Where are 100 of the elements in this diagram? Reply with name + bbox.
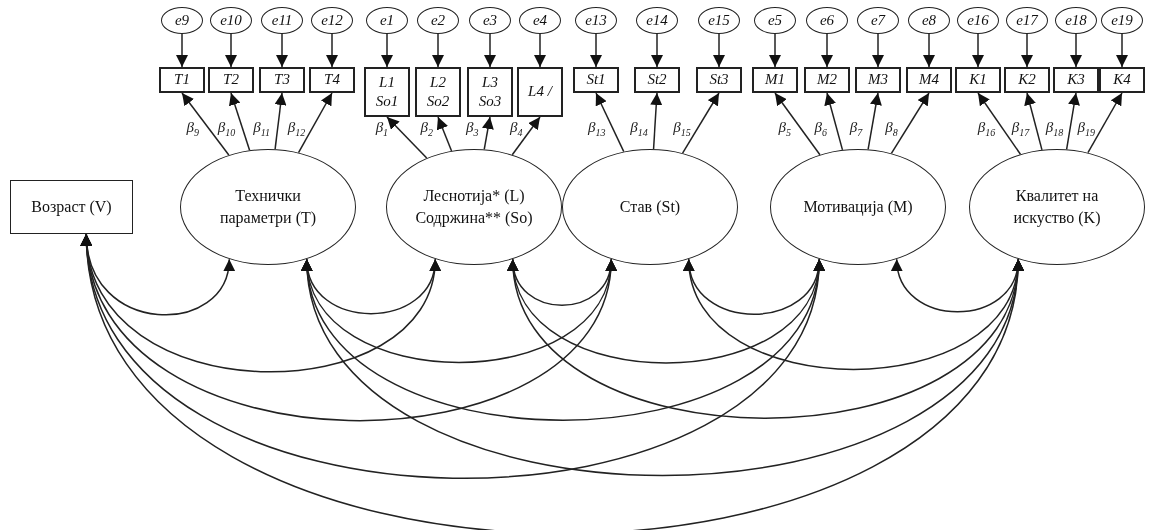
error-ellipse: e16: [957, 7, 999, 34]
indicator-box: M3: [855, 67, 901, 93]
error-ellipse: e5: [754, 7, 796, 34]
arrow: [1021, 33, 1033, 68]
arrow: [977, 92, 1022, 155]
arrow: [1116, 33, 1128, 68]
error-ellipse: e6: [806, 7, 848, 34]
arrow: [381, 33, 393, 68]
observed-box: Возраст (V): [10, 180, 133, 234]
arrow: [713, 33, 725, 68]
error-ellipse: e4: [519, 7, 561, 34]
arrow: [774, 92, 821, 156]
indicator-box: T3: [259, 67, 305, 93]
arrow: [432, 33, 444, 68]
error-ellipse: e2: [417, 7, 459, 34]
edge-label: β$_{3}$: [466, 120, 479, 138]
latent-ellipse: Квалитет на искуство (K): [969, 149, 1145, 265]
edge-label: β$_{8}$: [885, 120, 898, 138]
arrow: [276, 33, 288, 68]
arrow: [769, 33, 781, 68]
error-ellipse: e9: [161, 7, 203, 34]
error-ellipse: e10: [210, 7, 252, 34]
arrow: [534, 33, 546, 68]
edge-label: β$_{12}$: [287, 120, 306, 138]
arrow: [872, 33, 884, 68]
indicator-box: L3 So3: [467, 67, 513, 117]
edge-label: β$_{16}$: [977, 120, 996, 138]
arrow: [651, 33, 663, 68]
indicator-box: St2: [634, 67, 680, 93]
indicator-box: K1: [955, 67, 1001, 93]
arrow: [1087, 92, 1123, 154]
edge-label: β$_{14}$: [630, 120, 648, 138]
indicator-box: K2: [1004, 67, 1050, 93]
error-ellipse: e3: [469, 7, 511, 34]
arrow: [923, 33, 935, 68]
arrow: [181, 92, 230, 156]
edge-label: β$_{17}$: [1011, 120, 1030, 138]
error-ellipse: e15: [698, 7, 740, 34]
edge-label: β$_{19}$: [1077, 120, 1095, 138]
latent-ellipse: Технички параметри (T): [180, 149, 356, 265]
edge-label: β$_{18}$: [1045, 120, 1064, 138]
arrow: [1070, 33, 1082, 68]
arrow: [297, 92, 333, 154]
latent-ellipse: Став (St): [562, 149, 738, 265]
error-ellipse: e1: [366, 7, 408, 34]
edge-label: β$_{13}$: [588, 120, 606, 138]
edge-label: β$_{10}$: [217, 120, 236, 138]
arrow: [225, 33, 237, 68]
arrow: [867, 92, 882, 151]
arrow: [590, 33, 602, 68]
indicator-box: T1: [159, 67, 205, 93]
arrow: [892, 258, 1023, 313]
arrow: [274, 92, 287, 150]
edge-label: β$_{11}$: [253, 120, 270, 138]
arrow: [386, 116, 428, 159]
edge-label: β$_{1}$: [375, 120, 389, 138]
latent-ellipse: Мотивација (M): [770, 149, 946, 265]
arrow: [511, 116, 541, 156]
indicator-box: L4 /: [517, 67, 563, 117]
indicator-box: K3: [1053, 67, 1099, 93]
indicator-box: M2: [804, 67, 850, 93]
error-ellipse: e14: [636, 7, 678, 34]
indicator-box: T4: [309, 67, 355, 93]
edge-label: β$_{6}$: [814, 120, 827, 138]
error-ellipse: e12: [311, 7, 353, 34]
indicator-box: L2 So2: [415, 67, 461, 117]
edge-label: β$_{4}$: [509, 120, 523, 138]
indicator-box: K4: [1099, 67, 1145, 93]
arrow: [176, 33, 188, 68]
edge-label: β$_{9}$: [186, 120, 199, 138]
error-ellipse: e18: [1055, 7, 1097, 34]
indicator-box: M1: [752, 67, 798, 93]
edge-label: β$_{2}$: [420, 120, 433, 138]
indicator-box: St1: [573, 67, 619, 93]
indicator-box: T2: [208, 67, 254, 93]
indicator-box: M4: [906, 67, 952, 93]
arrow: [681, 92, 720, 154]
indicator-box: St3: [696, 67, 742, 93]
error-ellipse: e19: [1101, 7, 1143, 34]
arrow: [972, 33, 984, 68]
arrow: [650, 92, 663, 150]
error-ellipse: e7: [857, 7, 899, 34]
error-ellipse: e11: [261, 7, 303, 34]
latent-ellipse: Леснотија* (L) Содржина** (So): [386, 149, 562, 265]
arrow: [595, 92, 625, 153]
edge-label: β$_{15}$: [673, 120, 691, 138]
edge-label: β$_{7}$: [849, 120, 863, 138]
arrow: [890, 92, 930, 155]
arrow: [482, 116, 494, 151]
indicator-box: L1 So1: [364, 67, 410, 117]
error-ellipse: e8: [908, 7, 950, 34]
error-ellipse: e13: [575, 7, 617, 34]
arrow: [484, 33, 496, 68]
edge-label: β$_{5}$: [778, 120, 791, 138]
error-ellipse: e17: [1006, 7, 1048, 34]
arrow: [1024, 92, 1043, 151]
arrow: [1065, 92, 1080, 151]
arrow: [824, 92, 844, 151]
arrow: [821, 33, 833, 68]
arrow: [326, 33, 338, 68]
